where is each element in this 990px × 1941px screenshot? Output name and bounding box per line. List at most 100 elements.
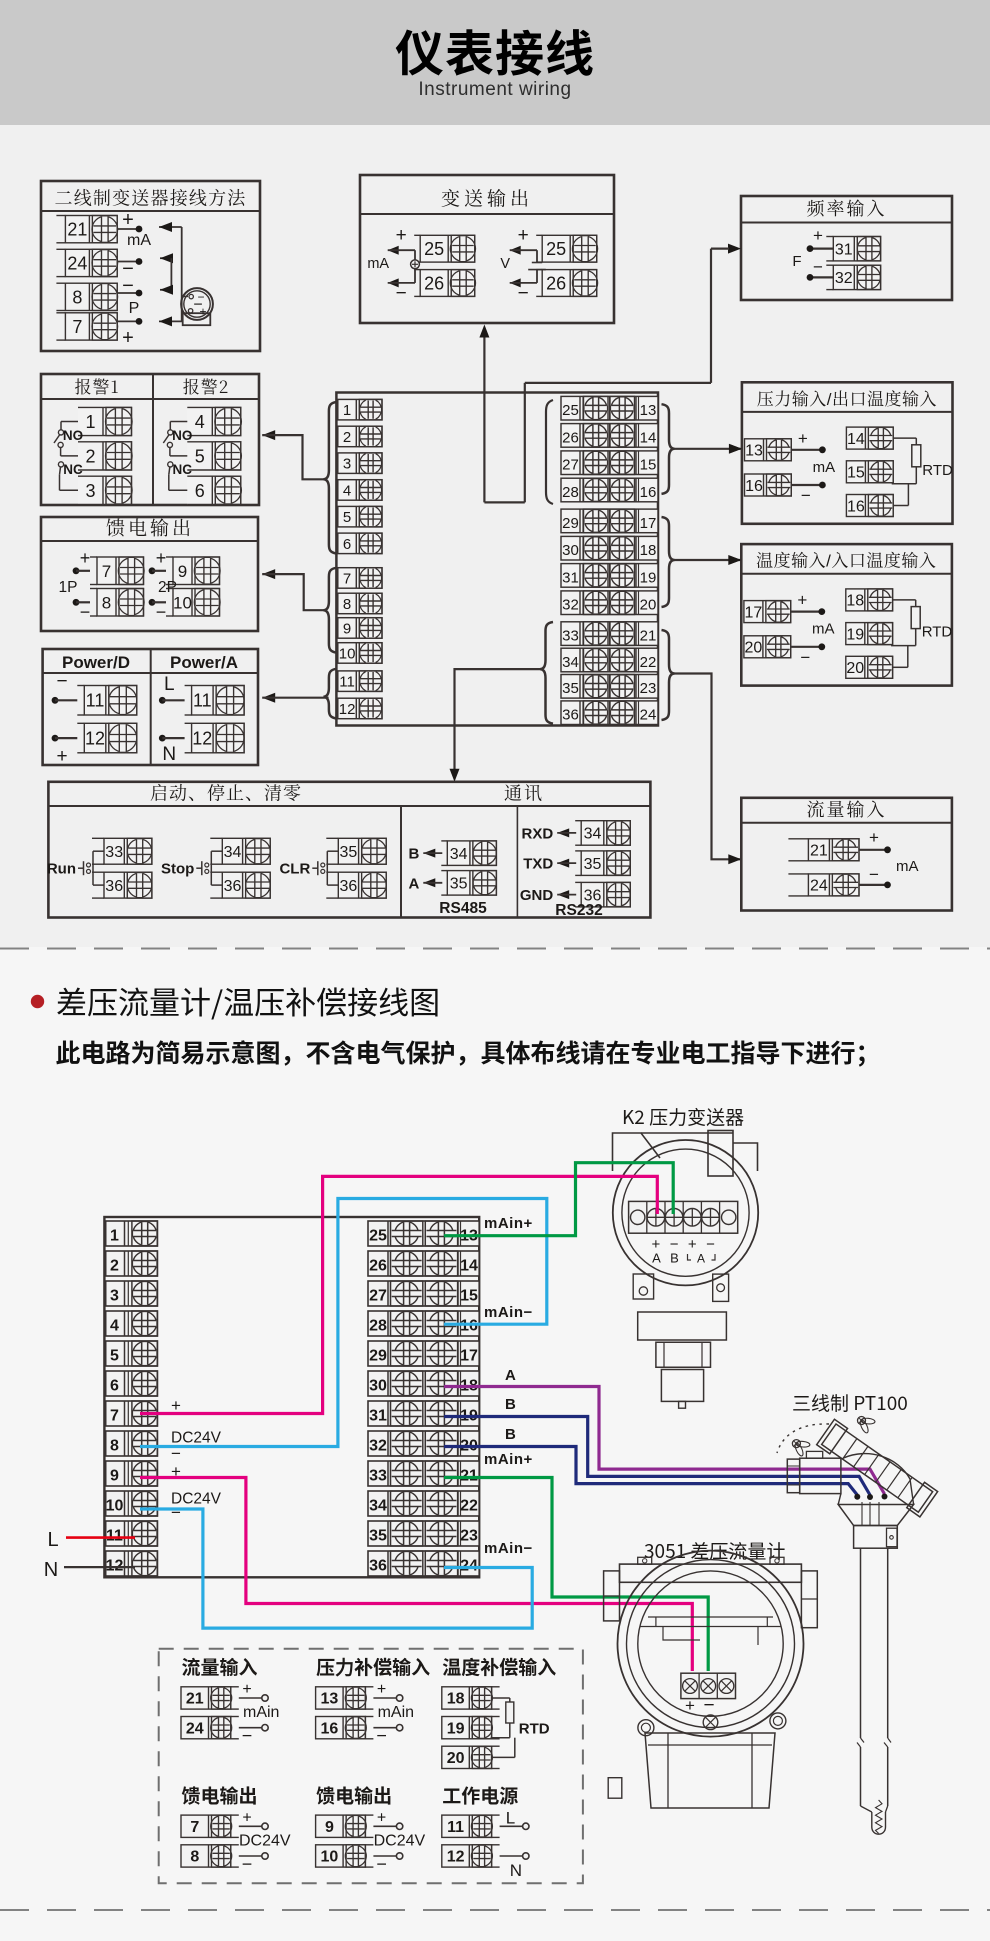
svg-text:8: 8 (72, 287, 82, 307)
svg-text:5: 5 (195, 446, 205, 466)
svg-text:2: 2 (343, 429, 351, 446)
svg-text:K2 压力变送器: K2 压力变送器 (622, 1103, 744, 1130)
svg-text:26: 26 (424, 274, 444, 294)
svg-text:24: 24 (810, 878, 828, 895)
svg-text:21: 21 (640, 628, 657, 645)
svg-text:二线制变送器接线方法: 二线制变送器接线方法 (55, 185, 247, 211)
svg-text:−: − (670, 1236, 679, 1253)
svg-text:17: 17 (640, 515, 657, 532)
svg-text:34: 34 (562, 654, 579, 671)
svg-text:21: 21 (67, 220, 87, 240)
svg-text:14: 14 (640, 429, 657, 446)
svg-text:7: 7 (102, 562, 111, 581)
svg-text:4: 4 (343, 482, 351, 499)
svg-text:15: 15 (460, 1288, 478, 1305)
svg-text:20: 20 (447, 1750, 465, 1767)
svg-text:11: 11 (86, 691, 105, 711)
svg-text:+: + (797, 591, 807, 610)
svg-text:25: 25 (369, 1228, 387, 1245)
svg-text:3: 3 (85, 481, 95, 501)
svg-text:−: − (193, 297, 202, 314)
svg-text:mAin: mAin (243, 1704, 279, 1721)
svg-text:9: 9 (178, 562, 187, 581)
svg-text:−: − (242, 1726, 253, 1746)
svg-text:32: 32 (369, 1438, 387, 1455)
svg-text:3: 3 (343, 456, 351, 473)
svg-text:29: 29 (562, 515, 579, 532)
svg-text:12: 12 (447, 1849, 465, 1866)
svg-text:13: 13 (321, 1691, 339, 1708)
svg-text:10: 10 (321, 1849, 339, 1866)
svg-text:7: 7 (343, 570, 351, 587)
svg-text:启动、停止、清零: 启动、停止、清零 (150, 780, 302, 806)
svg-text:26: 26 (369, 1258, 387, 1275)
svg-text:33: 33 (105, 844, 123, 861)
svg-text:NC: NC (173, 462, 193, 477)
svg-text:−: − (171, 1444, 181, 1463)
svg-text:−: − (800, 648, 810, 667)
svg-text:A: A (408, 875, 419, 892)
svg-text:2: 2 (85, 446, 95, 466)
svg-text:29: 29 (369, 1348, 387, 1365)
svg-text:RS232: RS232 (555, 902, 602, 919)
svg-text:RS485: RS485 (439, 900, 487, 917)
svg-text:1P: 1P (59, 579, 78, 596)
svg-text:+: + (377, 1681, 386, 1698)
svg-text:11: 11 (339, 674, 355, 691)
svg-text:36: 36 (584, 887, 602, 904)
svg-text:A: A (505, 1367, 516, 1384)
svg-text:A: A (652, 1251, 661, 1266)
svg-text:2: 2 (110, 1258, 119, 1275)
svg-text:16: 16 (847, 498, 865, 515)
svg-text:通讯: 通讯 (504, 780, 544, 806)
svg-text:30: 30 (562, 542, 579, 559)
svg-text:22: 22 (460, 1498, 478, 1515)
svg-text:3: 3 (110, 1288, 119, 1305)
svg-text:−: − (869, 865, 879, 884)
svg-text:9: 9 (325, 1819, 334, 1836)
svg-text:频率输入: 频率输入 (807, 195, 887, 221)
svg-text:14: 14 (460, 1258, 478, 1275)
svg-text:GND: GND (520, 887, 554, 904)
svg-text:−: − (518, 283, 529, 304)
svg-text:N: N (162, 744, 176, 765)
svg-text:11: 11 (193, 691, 212, 711)
svg-text:mAin: mAin (378, 1704, 414, 1721)
svg-text:−: − (56, 671, 67, 692)
svg-text:17: 17 (460, 1348, 478, 1365)
svg-text:24: 24 (640, 707, 657, 724)
svg-text:34: 34 (584, 826, 602, 843)
svg-text:−: − (80, 602, 91, 622)
svg-text:−: − (242, 1854, 253, 1874)
svg-text:−: − (703, 1695, 714, 1716)
svg-text:mAin−: mAin− (484, 1304, 533, 1321)
svg-text:12: 12 (85, 729, 105, 749)
svg-text:−: − (706, 1236, 715, 1253)
svg-text:RTD: RTD (922, 462, 953, 479)
svg-text:10: 10 (173, 593, 192, 612)
svg-text:25: 25 (424, 239, 444, 259)
svg-text:32: 32 (835, 270, 853, 287)
svg-text:12: 12 (192, 729, 212, 749)
svg-text:变送输出: 变送输出 (441, 184, 533, 211)
svg-text:A: A (697, 1252, 705, 1266)
svg-text:V: V (500, 256, 510, 272)
svg-text:36: 36 (562, 707, 579, 724)
svg-text:23: 23 (460, 1528, 478, 1545)
svg-text:mA: mA (896, 858, 919, 875)
svg-text:+: + (56, 746, 67, 767)
svg-text:+: + (685, 1696, 695, 1715)
svg-text:+: + (869, 828, 879, 847)
svg-text:NO: NO (172, 428, 192, 443)
svg-text:−: − (156, 602, 167, 622)
svg-text:Power/D: Power/D (62, 653, 130, 672)
svg-text:温度补偿输入: 温度补偿输入 (442, 1653, 556, 1680)
svg-text:+: + (156, 548, 167, 568)
svg-text:18: 18 (447, 1691, 465, 1708)
svg-text:P: P (129, 300, 140, 317)
svg-text:L: L (47, 1529, 58, 1551)
svg-text:25: 25 (546, 239, 566, 259)
svg-text:+: + (171, 1462, 181, 1481)
svg-text:B: B (670, 1251, 679, 1266)
svg-text:压力输入/出口温度输入: 压力输入/出口温度输入 (757, 385, 937, 410)
